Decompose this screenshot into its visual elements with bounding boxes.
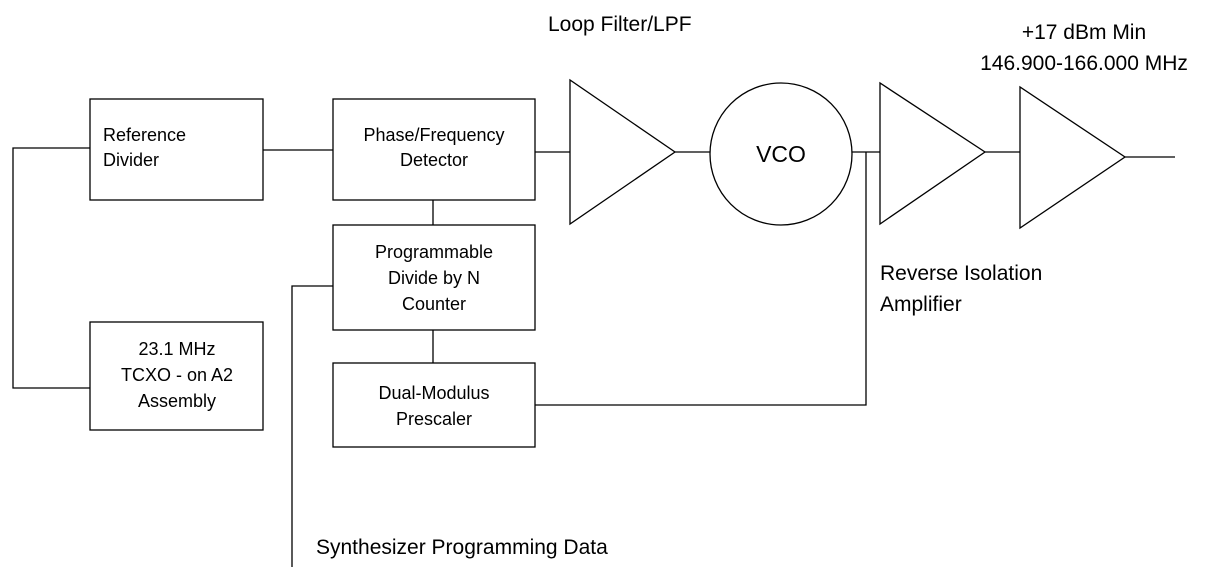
isolation-amplifier-triangle	[879, 81, 987, 226]
isolation-amp-label-1: Reverse Isolation	[880, 262, 1042, 285]
reference-divider-label-2: Divider	[103, 150, 159, 170]
tcxo-to-reference-line	[12, 147, 90, 389]
isolation-amp-label-2: Amplifier	[880, 293, 962, 316]
phase-detector-label-2: Detector	[400, 150, 468, 170]
programming-data-label: Synthesizer Programming Data	[316, 536, 608, 559]
divide-by-n-label-1: Programmable	[375, 242, 493, 262]
loop-filter-label: Loop Filter/LPF	[548, 13, 692, 36]
divide-by-n-label-2: Divide by N	[388, 268, 480, 288]
divide-by-n-block: Programmable Divide by N Counter	[332, 224, 536, 331]
tcxo-label-1: 23.1 MHz	[138, 339, 215, 359]
prescaler-label-2: Prescaler	[396, 409, 472, 429]
loop-filter-triangle	[569, 78, 677, 226]
reference-divider-block: Reference Divider	[89, 98, 264, 201]
programming-data-line	[291, 285, 333, 567]
vco-feedback-line	[535, 152, 867, 406]
tcxo-block: 23.1 MHz TCXO - on A2 Assembly	[89, 321, 264, 431]
prescaler-block: Dual-Modulus Prescaler	[332, 362, 536, 448]
phase-detector-block: Phase/Frequency Detector	[332, 98, 536, 201]
vco-block: VCO	[709, 82, 853, 226]
connection-lines	[12, 147, 1175, 567]
output-amplifier-triangle	[1019, 85, 1127, 230]
reference-divider-label-1: Reference	[103, 125, 186, 145]
divide-by-n-label-3: Counter	[402, 294, 466, 314]
tcxo-label-2: TCXO - on A2	[121, 365, 233, 385]
output-frequency-label: 146.900-166.000 MHz	[980, 52, 1188, 75]
vco-label: VCO	[756, 141, 806, 167]
prescaler-label-1: Dual-Modulus	[378, 383, 489, 403]
output-power-label: +17 dBm Min	[1022, 21, 1146, 44]
tcxo-label-3: Assembly	[138, 391, 216, 411]
phase-detector-label-1: Phase/Frequency	[363, 125, 504, 145]
